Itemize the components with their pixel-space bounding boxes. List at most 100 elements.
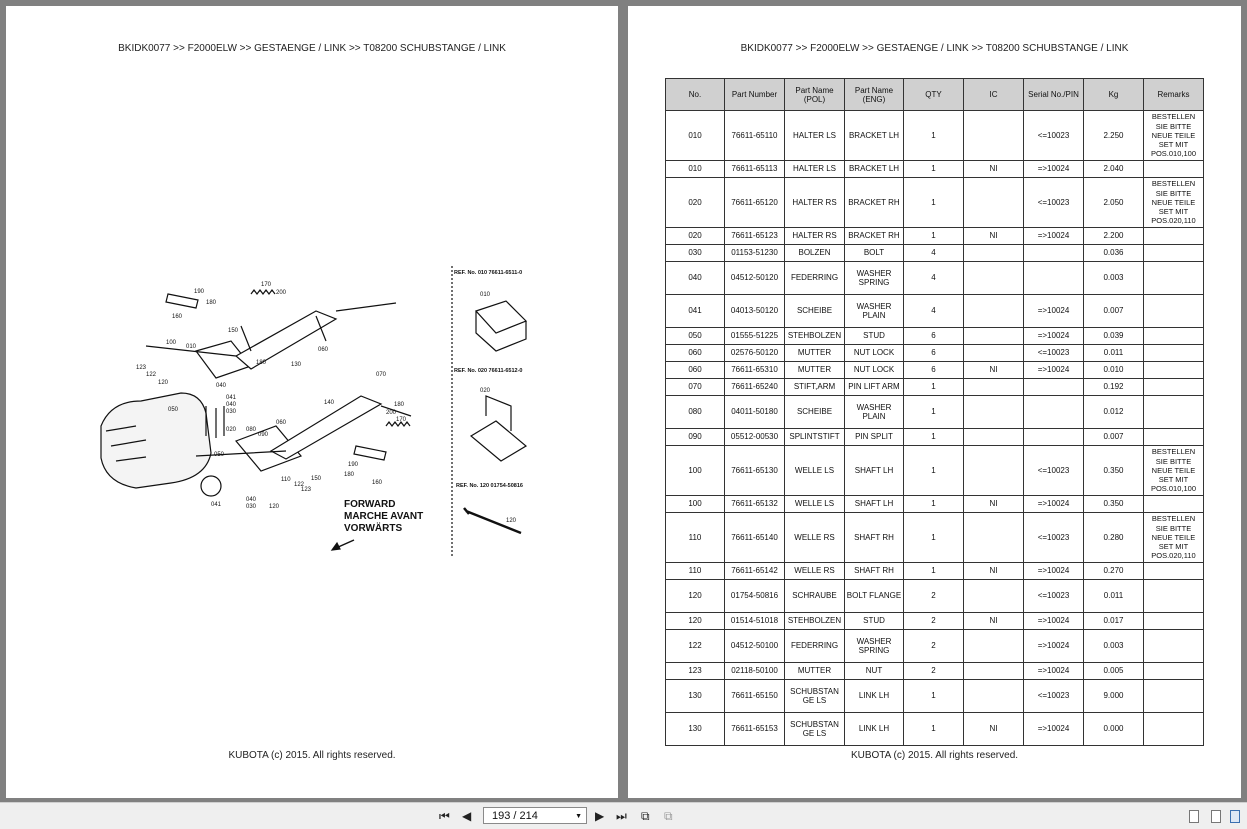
svg-text:170: 170	[396, 417, 407, 423]
cell-part-name-eng: NUT	[844, 662, 904, 680]
cell-qty: 1	[903, 378, 964, 396]
cell-serial: <=10023	[1023, 177, 1084, 228]
cell-ic	[963, 344, 1024, 362]
prev-page-icon[interactable]: ◀	[462, 809, 472, 823]
cell-ic	[963, 662, 1024, 680]
ref-label-020: REF. No. 020 76611-6512-0	[454, 368, 523, 374]
first-page-icon[interactable]: ⏮	[439, 809, 450, 823]
cell-remarks: BESTELLEN SIE BITTE NEUE TEILE SET MIT P…	[1143, 177, 1204, 228]
header-remarks: Remarks	[1143, 78, 1204, 111]
cell-ic: NI	[963, 361, 1024, 379]
cell-serial: =>10024	[1023, 662, 1084, 680]
svg-text:150: 150	[311, 476, 322, 482]
cell-serial	[1023, 244, 1084, 262]
last-page-icon[interactable]: ⏭	[616, 809, 627, 823]
cell-qty: 6	[903, 344, 964, 362]
cell-part-name-eng: LINK LH	[844, 712, 904, 746]
cell-part-number: 76611-65150	[724, 679, 785, 713]
cell-ic	[963, 445, 1024, 496]
cell-kg: 0.007	[1083, 294, 1144, 328]
cell-qty: 4	[903, 261, 964, 295]
ref-label-010: REF. No. 010 76611-6511-0	[454, 270, 523, 276]
cell-kg: 0.010	[1083, 361, 1144, 379]
viewer-toolbar: ⏮ ◀ 193 / 214 ▼ ▶ ⏭ ⧉ ⧉	[0, 802, 1247, 829]
cell-kg: 0.007	[1083, 428, 1144, 446]
cell-part-name-eng: BOLT FLANGE	[844, 579, 904, 613]
cell-no: 041	[665, 294, 725, 328]
cell-kg: 0.192	[1083, 378, 1144, 396]
cell-part-number: 04512-50100	[724, 629, 785, 663]
svg-text:122: 122	[294, 482, 305, 488]
cell-no: 130	[665, 712, 725, 746]
cell-part-name-pol: HALTER RS	[784, 177, 845, 228]
svg-text:200: 200	[386, 410, 397, 416]
svg-text:041: 041	[211, 502, 222, 508]
cell-ic: NI	[963, 227, 1024, 245]
svg-text:030: 030	[246, 504, 257, 510]
cell-serial	[1023, 395, 1084, 429]
cell-remarks	[1143, 361, 1204, 379]
cell-serial: <=10023	[1023, 344, 1084, 362]
svg-text:180: 180	[256, 360, 267, 366]
cell-no: 020	[665, 227, 725, 245]
svg-text:123: 123	[136, 365, 147, 371]
cell-part-name-pol: MUTTER	[784, 662, 845, 680]
table-header-row: No. Part Number Part Name (POL) Part Nam…	[665, 78, 1204, 111]
next-page-icon[interactable]: ▶	[595, 809, 605, 823]
cell-no: 110	[665, 512, 725, 563]
header-part-name-eng: Part Name (ENG)	[844, 78, 904, 111]
cell-ic: NI	[963, 160, 1024, 178]
single-page-view-icon[interactable]	[1189, 810, 1199, 823]
page-number-select[interactable]: 193 / 214 ▼	[483, 807, 587, 824]
cell-no: 100	[665, 445, 725, 496]
cell-no: 030	[665, 244, 725, 262]
cell-serial: =>10024	[1023, 327, 1084, 345]
cell-part-name-eng: WASHER SPRING	[844, 629, 904, 663]
cell-kg: 2.250	[1083, 110, 1144, 161]
cell-part-name-pol: SCHEIBE	[784, 294, 845, 328]
fit-page-icon[interactable]: ⧉	[641, 809, 650, 823]
cell-serial	[1023, 428, 1084, 446]
cell-remarks	[1143, 160, 1204, 178]
continuous-view-icon[interactable]	[1211, 810, 1221, 823]
cell-no: 130	[665, 679, 725, 713]
cell-part-number: 02576-50120	[724, 344, 785, 362]
cell-ic: NI	[963, 562, 1024, 580]
cell-part-name-eng: NUT LOCK	[844, 361, 904, 379]
cell-ic	[963, 261, 1024, 295]
fit-width-icon[interactable]: ⧉	[664, 809, 673, 823]
header-qty: QTY	[903, 78, 964, 111]
cell-remarks	[1143, 612, 1204, 630]
svg-text:140: 140	[324, 400, 335, 406]
cell-kg: 2.200	[1083, 227, 1144, 245]
cell-no: 100	[665, 495, 725, 513]
cell-ic: NI	[963, 495, 1024, 513]
cell-part-number: 76611-65153	[724, 712, 785, 746]
svg-text:050: 050	[214, 452, 225, 458]
two-page-view-icon[interactable]	[1230, 810, 1240, 823]
cell-part-name-pol: SCHUBSTAN GE LS	[784, 679, 845, 713]
cell-kg: 0.011	[1083, 344, 1144, 362]
cell-qty: 1	[903, 428, 964, 446]
cell-part-name-pol: WELLE RS	[784, 562, 845, 580]
breadcrumb: BKIDK0077 >> F2000ELW >> GESTAENGE / LIN…	[740, 43, 1129, 54]
cell-part-name-eng: SHAFT RH	[844, 512, 904, 563]
header-part-name-pol: Part Name (POL)	[784, 78, 845, 111]
cell-serial: <=10023	[1023, 579, 1084, 613]
cell-part-name-eng: BRACKET RH	[844, 227, 904, 245]
cell-qty: 4	[903, 294, 964, 328]
cell-qty: 1	[903, 177, 964, 228]
ref-label-120: REF. No. 120 01754-50816	[456, 483, 523, 489]
cell-part-number: 01514-51018	[724, 612, 785, 630]
cell-remarks	[1143, 712, 1204, 746]
cell-kg: 0.350	[1083, 495, 1144, 513]
cell-serial: =>10024	[1023, 294, 1084, 328]
cell-remarks	[1143, 344, 1204, 362]
svg-text:050: 050	[168, 407, 179, 413]
svg-text:190: 190	[348, 462, 359, 468]
cell-kg: 0.012	[1083, 395, 1144, 429]
